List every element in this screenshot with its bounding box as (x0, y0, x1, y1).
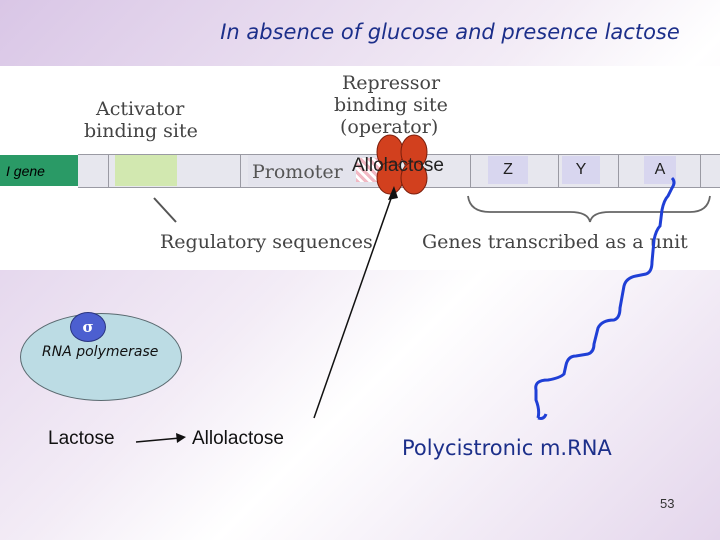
dna-tick (700, 154, 701, 187)
gene-y: Y (562, 156, 600, 184)
mrna-label: Polycistronic m.RNA (402, 436, 612, 460)
activator-site-line-1: Activator (96, 98, 185, 120)
dna-tick (618, 154, 619, 187)
regulatory-sequences-label: Regulatory sequences (160, 231, 373, 253)
promoter-label: Promoter (252, 161, 343, 183)
genes-transcribed-label: Genes transcribed as a unit (422, 231, 688, 253)
allolactose-arrow-head (388, 186, 398, 200)
repressor-site-line-1: Repressor (342, 72, 441, 94)
repressor-site-line-2: binding site (334, 94, 448, 116)
dna-tick (558, 154, 559, 187)
allolactose-label: Allolactose (192, 428, 284, 449)
rna-polymerase-label: RNA polymerase (42, 344, 159, 360)
i-gene: I gene (0, 155, 78, 186)
repressor-site-line-3: (operator) (340, 116, 439, 138)
lactose-conversion-arrow (135, 437, 181, 443)
slide-number: 53 (660, 496, 675, 511)
slide-title: In absence of glucose and presence lacto… (220, 20, 680, 44)
mrna-strand (534, 176, 676, 419)
dna-tick (470, 154, 471, 187)
dna-tick (108, 154, 109, 187)
allolactose-binding-arrow (313, 189, 395, 419)
activator-site-label: Activator binding site (84, 98, 198, 142)
lactose-label: Lactose (48, 428, 115, 449)
gene-a: A (644, 156, 676, 184)
dna-tick (240, 154, 241, 187)
activator-site-line-2: binding site (84, 120, 198, 142)
regulatory-pointer-line (153, 197, 177, 223)
repressor-icon (376, 134, 428, 195)
bound-allolactose-label: Allolactose (352, 155, 444, 176)
gene-z: Z (488, 156, 528, 184)
genes-transcribed-brace (467, 195, 711, 223)
lactose-arrow-head (176, 433, 186, 443)
mrna-strand-end (537, 413, 548, 420)
repressor-site-label: Repressor binding site (operator) (334, 72, 448, 138)
activator-binding-region (115, 155, 177, 186)
sigma-factor: σ (70, 312, 106, 342)
